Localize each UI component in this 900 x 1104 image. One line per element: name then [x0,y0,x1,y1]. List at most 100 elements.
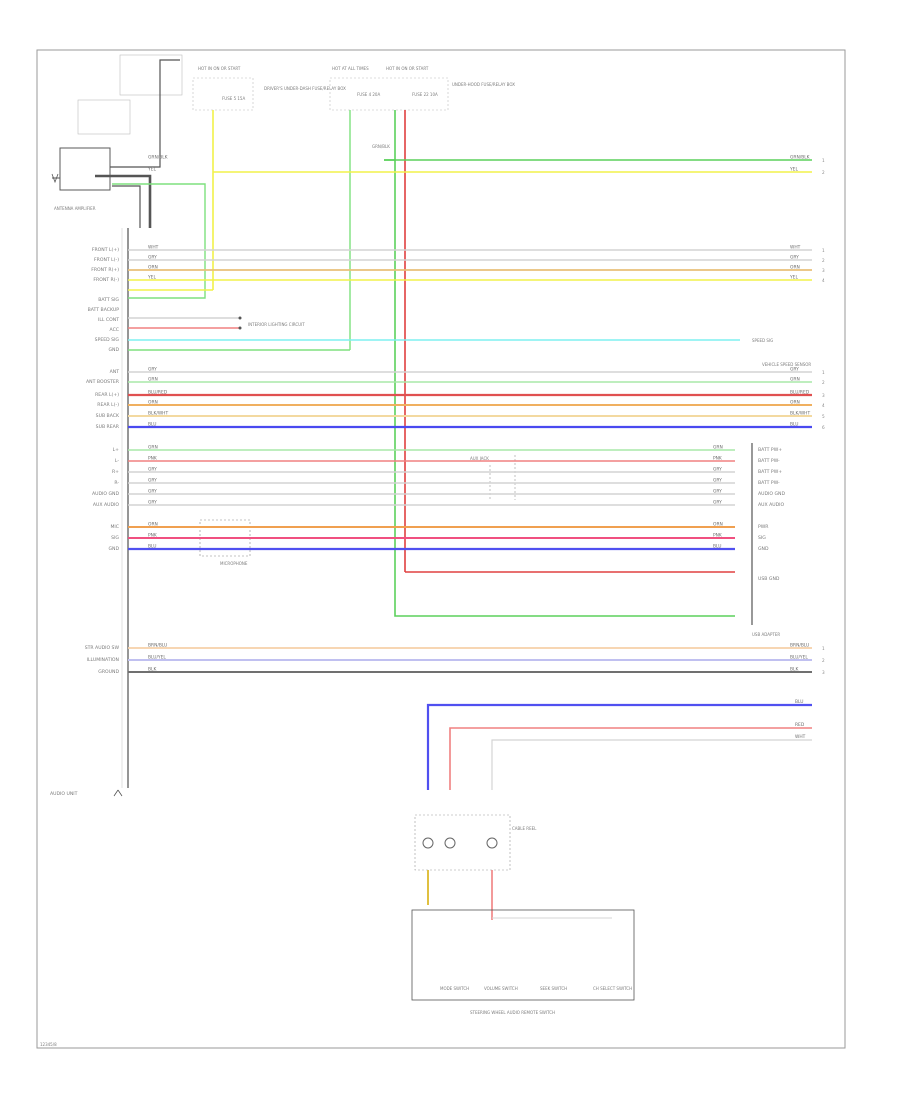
wire-code-right-2: WHT [790,245,801,251]
left-label-18: R+ [112,469,119,475]
svg-text:UNDER-HOOD FUSE/RELAY BOX: UNDER-HOOD FUSE/RELAY BOX [452,82,515,87]
wire-code-right-15: GRY [713,478,722,484]
illumination-circuit: INTERIOR LIGHTING CIRCUIT [128,316,305,330]
wire-code-left-13: PNK [148,456,157,462]
left-label-17: L- [115,458,119,464]
svg-text:FUSE 5 15A: FUSE 5 15A [222,96,245,101]
audio-unit-connector: AUDIO UNIT [50,228,129,797]
wire-code-left-20: BLU [148,544,156,550]
fuse-box-2: HOT AT ALL TIMES FUSE 4 20A HOT IN ON OR… [128,66,735,617]
wire-code-left-17: GRY [148,500,157,506]
svg-text:VEHICLE SPEED SENSOR: VEHICLE SPEED SENSOR [762,362,811,367]
page-frame [36,49,846,1049]
wire-code-left-3: GRY [148,255,157,261]
svg-text:USB ADAPTER: USB ADAPTER [752,632,780,637]
wire-code-right-10: BLK/WHT [790,411,810,417]
wire-code-left-0: GRN/BLK [148,155,168,161]
wire-end-2: 1 [822,248,825,253]
left-label-13: REAR L(-) [97,402,119,408]
wire-code-left-8: BLU/RED [148,390,168,396]
fuse-box-1: HOT IN ON OR START FUSE 5 15A DRIVER'S U… [128,66,346,291]
wire-code-right-7: GRN [790,377,800,383]
left-label-0: FRONT L(+) [92,247,119,253]
svg-text:GRN/BLK: GRN/BLK [372,144,390,149]
wire-code-right-21: BRN/BLU [790,643,809,649]
right-label-2: BATT PW+ [758,469,782,475]
wire-code-right-4: ORN [790,265,800,271]
right-label-3: BATT PW- [758,480,780,486]
wire-end-22: 2 [822,658,825,663]
wire-end-11: 6 [822,425,825,430]
wire-code-left-23: BLK [148,667,156,673]
left-label-25: STR AUDIO SW [85,645,120,651]
left-label-24: GND [108,546,119,552]
svg-text:STEERING WHEEL AUDIO REMOTE SW: STEERING WHEEL AUDIO REMOTE SWITCH [470,1010,555,1015]
wire-code-right-16: GRY [713,489,722,495]
svg-text:HOT IN ON OR START: HOT IN ON OR START [386,66,429,71]
wire-code-left-15: GRY [148,478,157,484]
left-label-7: ACC [110,327,119,333]
svg-text:WHT: WHT [795,734,806,740]
wire-code-left-18: ORN [148,522,158,528]
wire-code-right-19: PNK [713,533,722,539]
wire-code-right-9: ORN [790,400,800,406]
wire-end-8: 3 [822,393,825,398]
audio-unit-label: AUDIO UNIT [50,791,78,797]
left-label-5: BATT BACKUP [88,307,120,313]
wire-code-left-2: WHT [148,245,159,251]
wire-code-right-14: GRY [713,467,722,473]
wire-code-left-16: GRY [148,489,157,495]
left-label-23: SIG [111,535,119,541]
right-label-9: USB GND [758,576,780,582]
svg-text:SPEED SIG: SPEED SIG [752,338,773,343]
wire-code-left-1: YEL [147,167,156,173]
wire-end-9: 4 [822,403,825,408]
wire-end-1: 2 [822,170,825,175]
svg-text:BLU: BLU [795,699,803,705]
wire-code-left-14: GRY [148,467,157,473]
left-label-20: AUDIO GND [92,491,119,497]
left-label-9: GND [108,347,119,353]
svg-text:MODE SWITCH: MODE SWITCH [440,986,469,991]
wire-code-left-9: ORN [148,400,158,406]
svg-text:VOLUME SWITCH: VOLUME SWITCH [484,986,518,991]
wire-code-right-22: BLU/YEL [790,655,808,661]
svg-text:FUSE 22 10A: FUSE 22 10A [412,92,438,97]
left-label-22: MIC [110,524,119,530]
svg-text:HOT AT ALL TIMES: HOT AT ALL TIMES [332,66,369,71]
wire-code-left-7: GRN [148,377,158,383]
left-label-10: ANT [110,369,120,375]
wire-code-right-8: BLU/RED [790,390,810,396]
antenna-label: ANTENNA AMPLIFIER [54,206,96,211]
left-label-27: GROUND [98,669,119,675]
wire-code-right-6: GRY [790,367,799,373]
wire-code-right-13: PNK [713,456,722,462]
wire-code-left-4: ORN [148,265,158,271]
bus-wires [128,159,812,673]
wire-end-3: 2 [822,258,825,263]
svg-text:CH SELECT SWITCH: CH SELECT SWITCH [593,986,632,991]
wire-code-left-21: BRN/BLU [148,643,167,649]
left-label-11: ANT BOOSTER [86,379,120,385]
wire-code-right-3: GRY [790,255,799,261]
wire-code-right-17: GRY [713,500,722,506]
right-label-0: BATT PW+ [758,447,782,453]
wire-code-left-22: BLU/YEL [148,655,166,661]
speed-signal: SPEED SIG VEHICLE SPEED SENSOR [128,338,811,367]
wire-end-0: 1 [822,158,825,163]
left-label-15: SUB REAR [96,424,120,430]
right-label-5: AUX AUDIO [758,502,785,508]
svg-text:FUSE 4 20A: FUSE 4 20A [357,92,380,97]
footer-code: 12345/8 [40,1042,57,1047]
wire-end-21: 1 [822,646,825,651]
svg-text:AUX JACK: AUX JACK [470,456,489,461]
left-label-8: SPEED SIG [95,337,120,343]
wire-code-right-20: BLU [713,544,721,550]
svg-text:RED: RED [795,722,805,728]
left-label-19: R- [114,480,119,486]
left-label-1: FRONT L(-) [94,257,119,263]
wire-code-right-5: YEL [789,275,798,281]
wire-code-right-18: ORN [713,522,723,528]
